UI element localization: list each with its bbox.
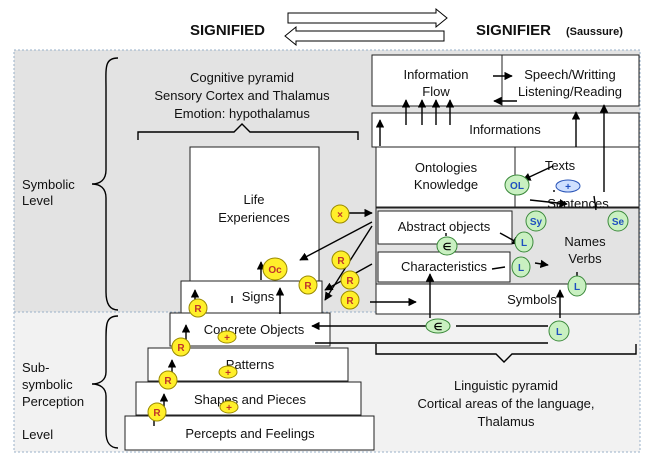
linguistic-brace [375, 344, 637, 363]
characteristics-box [377, 251, 511, 283]
informations-label: Informations [469, 122, 541, 137]
names-label: Names [564, 234, 606, 249]
signified-title: SIGNIFIED [190, 22, 265, 39]
subsymbolic-label-1: Sub- [22, 360, 49, 375]
signs-label: Signs [242, 289, 275, 304]
svg-text:+: + [565, 182, 571, 193]
svg-text:R: R [346, 276, 354, 287]
linguistic-caption-1: Linguistic pyramid [454, 378, 558, 393]
outer-dashed-border [13, 49, 641, 453]
top-row-box [371, 54, 640, 107]
svg-text:L: L [521, 238, 527, 249]
svg-text:∈: ∈ [443, 242, 452, 253]
life-experiences-label-2: Experiences [218, 210, 290, 225]
symbolic-brace [91, 57, 119, 311]
svg-text:R: R [337, 256, 345, 267]
cognitive-caption-2: Sensory Cortex and Thalamus [154, 88, 330, 103]
linguistic-caption-3: Thalamus [477, 414, 535, 429]
svg-text:L: L [556, 327, 562, 338]
percepts-label: Percepts and Feelings [185, 426, 315, 441]
subsymbolic-brace [91, 315, 119, 449]
svg-text:×: × [337, 210, 343, 221]
symbols-box [375, 283, 640, 315]
relation-badges: R R R R R R R R Oc + + + × [147, 204, 360, 422]
linguistic-caption-2: Cortical areas of the language, [417, 396, 594, 411]
svg-text:R: R [177, 343, 185, 354]
symbolic-label-1: Symbolic [22, 177, 75, 192]
abstract-objects-label: Abstract objects [398, 219, 491, 234]
signifier-title: SIGNIFIER [476, 22, 551, 39]
right-double-arrow [287, 7, 448, 29]
ontologies-label-1: Ontologies [415, 160, 478, 175]
information-flow-label-2: Flow [422, 84, 450, 99]
signifier-note: (Saussure) [566, 26, 623, 38]
verbs-label: Verbs [568, 251, 602, 266]
svg-text:+: + [225, 368, 231, 379]
cognitive-caption-1: Cognitive pyramid [190, 70, 294, 85]
linguistic-badges: OL + Sy Se L L L L ∈ ∈ [425, 174, 629, 342]
ontologies-box [375, 146, 640, 208]
ontologies-label-2: Knowledge [414, 177, 478, 192]
svg-text:L: L [518, 263, 524, 274]
svg-text:R: R [164, 376, 172, 387]
subsymbolic-label-4: Level [22, 427, 53, 442]
svg-text:Se: Se [612, 217, 625, 228]
svg-text:Oc: Oc [268, 265, 282, 276]
shapes-label: Shapes and Pieces [194, 392, 307, 407]
svg-text:∈: ∈ [434, 322, 443, 333]
cognitive-brace [137, 123, 359, 140]
texts-label: Texts [545, 158, 576, 173]
svg-text:R: R [194, 304, 202, 315]
speech-label-1: Speech/Writting [524, 67, 616, 82]
svg-text:OL: OL [510, 181, 524, 192]
symbolic-label-2: Level [22, 193, 53, 208]
concrete-objects-box [169, 312, 331, 347]
percepts-box [124, 415, 375, 451]
svg-text:R: R [153, 408, 161, 419]
speech-label-2: Listening/Reading [518, 84, 622, 99]
left-double-arrow [284, 25, 445, 47]
svg-text:+: + [224, 333, 230, 344]
subsymbolic-label-2: symbolic [22, 377, 73, 392]
svg-text:Sy: Sy [530, 217, 543, 228]
life-experiences-box [189, 146, 320, 282]
patterns-label: Patterns [226, 357, 275, 372]
life-experiences-label-1: Life [244, 192, 265, 207]
svg-text:R: R [346, 296, 354, 307]
svg-text:+: + [226, 403, 232, 414]
cognitive-caption-3: Emotion: hypothalamus [174, 106, 310, 121]
information-flow-label-1: Information [403, 67, 468, 82]
svg-text:L: L [574, 282, 580, 293]
svg-text:R: R [304, 281, 312, 292]
subsymbolic-label-3: Perception [22, 394, 84, 409]
symbols-label: Symbols [507, 292, 557, 307]
characteristics-label: Characteristics [401, 259, 487, 274]
informations-box [371, 112, 640, 148]
